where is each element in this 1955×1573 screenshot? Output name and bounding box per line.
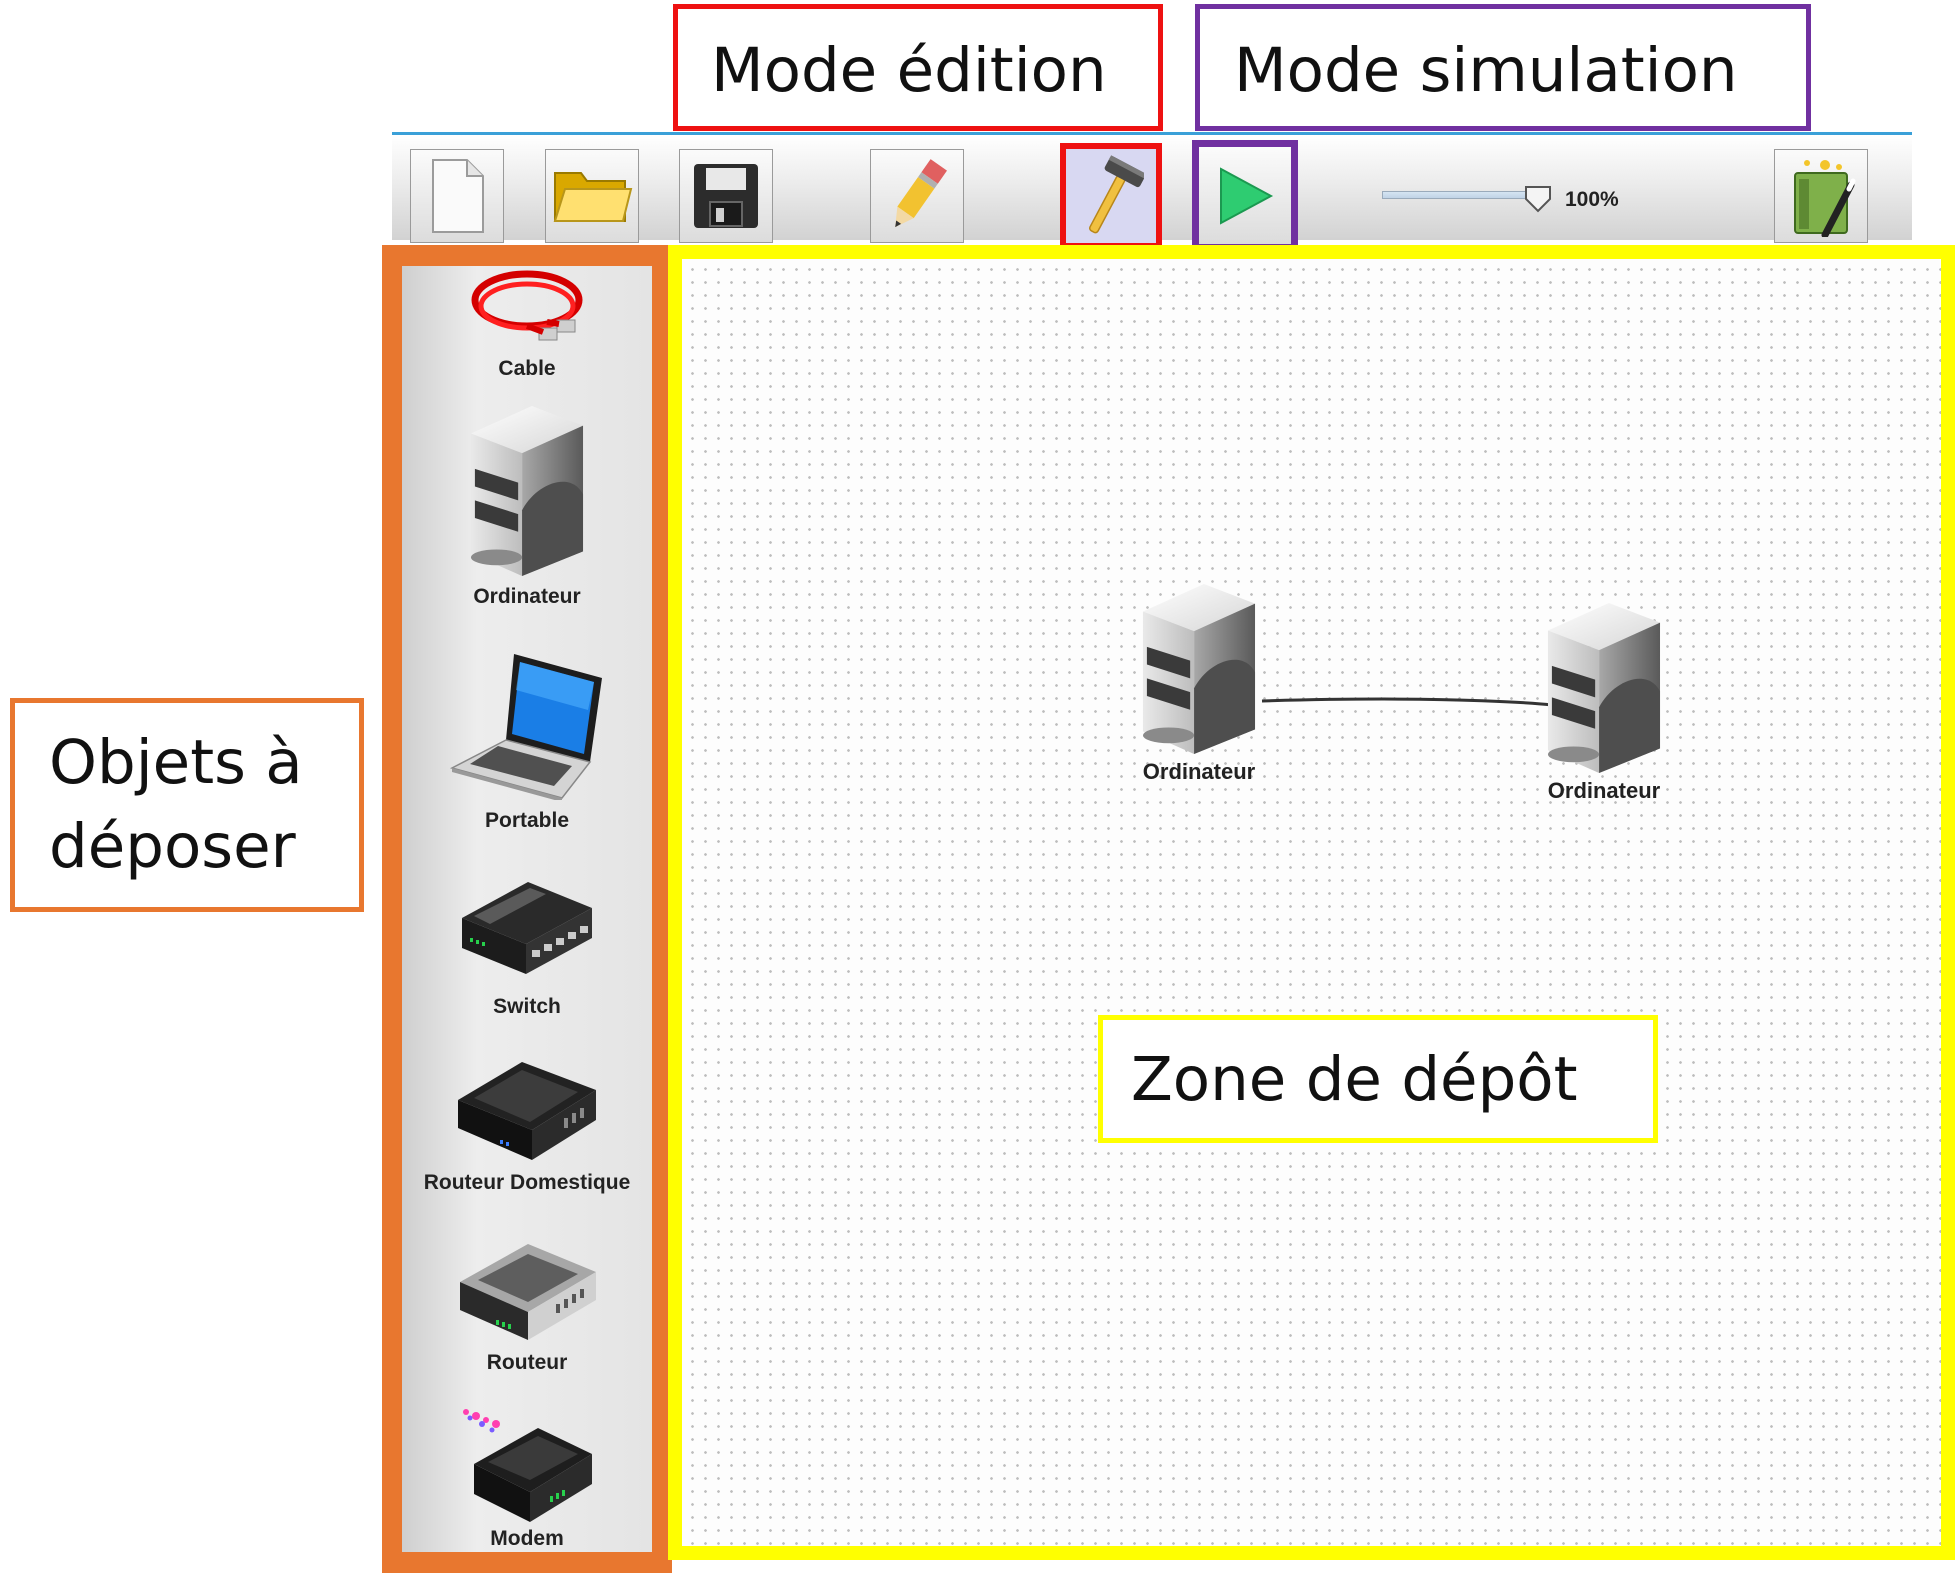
- objets-label-line2: déposer: [49, 811, 296, 882]
- pencil-icon: [895, 159, 947, 228]
- drop-zone[interactable]: Ordinateur Ordinateur Zone de dépôt: [668, 245, 1955, 1560]
- zone-de-depot-callout: Zone de dépôt: [1098, 1015, 1658, 1143]
- palette-item-switch[interactable]: Switch: [402, 874, 652, 1019]
- object-palette: Cable Ordinateur Portable Switch Routeur…: [402, 266, 652, 1552]
- palette-item-portable[interactable]: Portable: [402, 650, 652, 833]
- computer-icon: [463, 404, 591, 576]
- canvas-node-ordinateur[interactable]: Ordinateur: [1529, 601, 1679, 804]
- zoom-value-label: 100%: [1565, 188, 1619, 211]
- palette-item-label: Switch: [493, 995, 561, 1018]
- hammer-icon: [1088, 155, 1144, 234]
- switch-icon: [462, 882, 592, 974]
- computer-icon: [1135, 582, 1263, 754]
- palette-item-ordinateur[interactable]: Ordinateur: [402, 404, 652, 609]
- palette-item-label: Routeur: [486, 1351, 568, 1374]
- edition-mode-button[interactable]: [1060, 143, 1162, 249]
- home-router-icon: [458, 1062, 596, 1160]
- magic-book-icon: [1794, 160, 1856, 237]
- play-icon: [1220, 166, 1274, 225]
- wizard-book-button[interactable]: [1774, 149, 1868, 243]
- network-link[interactable]: [682, 259, 1941, 1546]
- zoom-slider-thumb[interactable]: [1524, 185, 1552, 213]
- zoom-slider-fill: [1382, 191, 1544, 199]
- edit-pencil-button[interactable]: [870, 149, 964, 243]
- toolbar: 100%: [392, 132, 1912, 251]
- mode-edition-callout: Mode édition: [673, 4, 1163, 131]
- objets-label-line1: Objets à: [49, 727, 303, 798]
- new-file-button[interactable]: [410, 149, 504, 243]
- save-icon: [694, 164, 758, 228]
- laptop-icon: [449, 654, 602, 802]
- modem-icon: [463, 1409, 592, 1522]
- palette-item-label: Cable: [498, 357, 556, 380]
- mode-edition-label: Mode édition: [711, 35, 1107, 106]
- mode-simulation-label: Mode simulation: [1234, 35, 1738, 106]
- palette-item-label: Modem: [490, 1527, 564, 1550]
- router-icon: [460, 1244, 596, 1340]
- cable-icon: [471, 270, 583, 341]
- zoom-slider[interactable]: [1382, 185, 1551, 213]
- canvas-node-label: Ordinateur: [1547, 778, 1661, 803]
- palette-item-routeur[interactable]: Routeur: [402, 1232, 652, 1375]
- palette-item-modem[interactable]: Modem: [402, 1404, 652, 1551]
- objets-a-deposer-callout: Objets à déposer: [10, 698, 364, 912]
- new-document-icon: [432, 159, 484, 233]
- palette-item-cable[interactable]: Cable: [402, 266, 652, 381]
- palette-item-label: Ordinateur: [473, 585, 581, 608]
- open-folder-button[interactable]: [545, 149, 639, 243]
- zone-de-depot-label: Zone de dépôt: [1131, 1044, 1578, 1115]
- canvas-node-ordinateur[interactable]: Ordinateur: [1124, 582, 1274, 785]
- save-button[interactable]: [679, 149, 773, 243]
- simulation-mode-button[interactable]: [1192, 140, 1298, 251]
- palette-item-label: Routeur Domestique: [423, 1171, 631, 1194]
- canvas-node-label: Ordinateur: [1142, 759, 1256, 784]
- open-folder-icon: [553, 172, 633, 222]
- mode-simulation-callout: Mode simulation: [1195, 4, 1811, 131]
- palette-item-label: Portable: [484, 809, 570, 832]
- computer-icon: [1540, 601, 1668, 773]
- palette-item-routeur-domestique[interactable]: Routeur Domestique: [402, 1044, 652, 1195]
